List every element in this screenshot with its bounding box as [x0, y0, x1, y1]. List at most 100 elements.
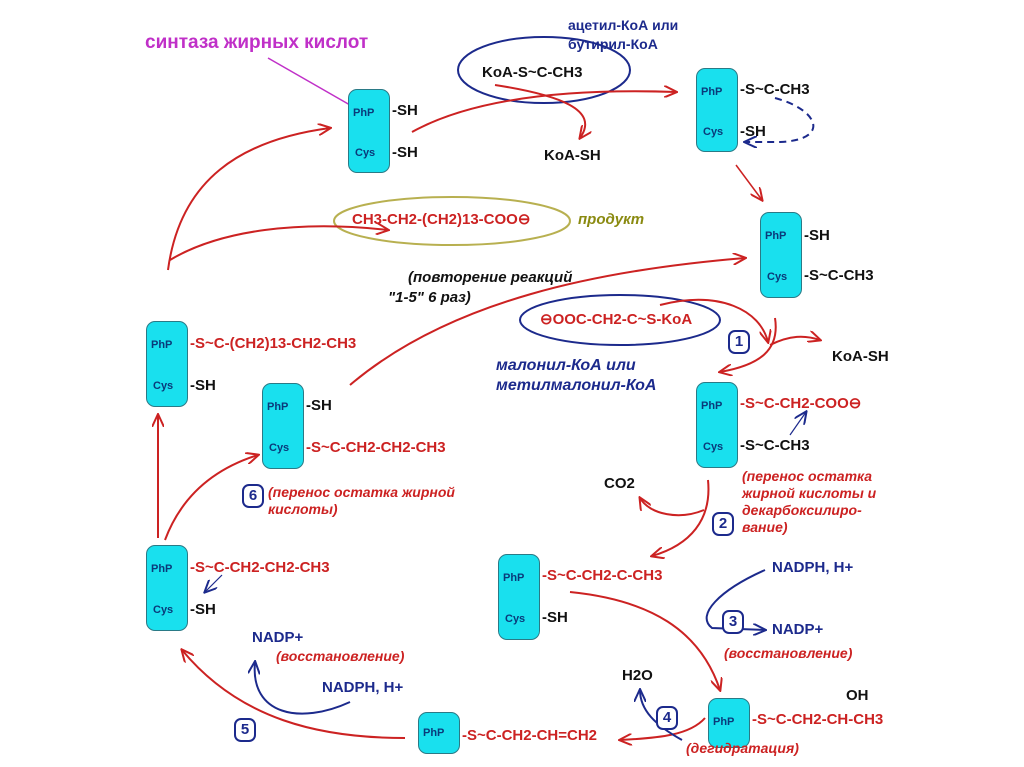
formula-acetyl-php: -S~C-CH3 [740, 81, 810, 98]
cys-domain-label: Cys [703, 441, 724, 453]
label-nadp-step3: NADP+ [772, 621, 824, 638]
enzyme-complex-hydroxy: PhP [708, 698, 750, 748]
title-pointer-line [267, 57, 351, 106]
arrow-acetyl-shift [745, 97, 815, 142]
formula-acetyl-coa: KoA-S~C-CH3 [482, 64, 583, 81]
arrow-to-product [169, 226, 388, 261]
label-malonyl-line2: метилмалонил-КоА [496, 377, 657, 394]
formula-acetyl-php-cys: -SH [740, 123, 766, 140]
step-number-1: 1 [728, 330, 750, 354]
label-product: продукт [578, 211, 645, 228]
title-fatty-acid-synthase: синтаза жирных кислот [145, 32, 369, 53]
step-5-note: (восстановление) [276, 648, 405, 664]
label-nadp-step5: NADP+ [252, 629, 304, 646]
enzyme-complex-acetoacetyl: PhP Cys [498, 554, 540, 640]
product-ellipse [333, 196, 571, 246]
step-4-note: (дегидратация) [686, 740, 799, 756]
label-malonyl-line1: малонил-КоА или [496, 357, 636, 374]
php-domain-label: PhP [267, 401, 289, 413]
formula-palmitoyl-cys: -SH [190, 377, 216, 394]
formula-butyrylcys-php: -SH [306, 397, 332, 414]
label-acetyl-coa: ацетил-КоА или [568, 17, 679, 33]
formula-hydroxy-oh: OH [846, 687, 869, 704]
step-number-5: 5 [234, 718, 256, 742]
step-number-2: 2 [712, 512, 734, 536]
formula-enoyl-php: -S~C-CH2-CH=CH2 [462, 727, 598, 744]
label-koa-sh-right: KoA-SH [832, 348, 889, 365]
enzyme-complex-butyryl-php: PhP Cys [146, 545, 188, 631]
label-butyryl-coa: бутирил-КоА [568, 36, 658, 52]
step-number-4: 4 [656, 706, 678, 730]
arrow-acetyl-release [494, 84, 585, 138]
enzyme-complex-acetyl-php: PhP Cys [696, 68, 738, 152]
step-2-note: (перенос остатка жирной кислоты и декарб… [742, 468, 876, 536]
php-domain-label: PhP [151, 563, 173, 575]
arrow-step1-koa [769, 337, 820, 346]
label-repeat-line1: (повторение реакций [408, 269, 573, 286]
cys-domain-label: Cys [153, 380, 174, 392]
formula-free-cys: -SH [392, 144, 418, 161]
formula-free-php: -SH [392, 102, 418, 119]
formula-acetoacetyl-cys: -SH [542, 609, 568, 626]
arrow-nadph-step5 [255, 662, 351, 715]
php-domain-label: PhP [353, 107, 375, 119]
step-2-note-line: декарбоксилиро- [742, 502, 862, 518]
arrow-transfer-down [735, 164, 762, 200]
php-domain-label: PhP [713, 716, 735, 728]
arrow-repeat [349, 258, 745, 386]
arrow-step3 [569, 591, 720, 690]
step-6-note: (перенос остатка жирной кислоты) [268, 484, 455, 518]
step-6-note-line: кислоты) [268, 501, 338, 517]
arrow-nadph-step3 [705, 569, 765, 630]
formula-product: CH3-CH2-(CH2)13-COO⊖ [352, 211, 531, 228]
arrow-step1-out [720, 317, 777, 372]
formula-acetylcys-php: -SH [804, 227, 830, 244]
php-domain-label: PhP [151, 339, 173, 351]
formula-malonyl-coa: ⊖OOC-CH2-C~S-KoA [540, 311, 693, 328]
formula-butyryl-php-cys: -SH [190, 601, 216, 618]
cys-domain-label: Cys [153, 604, 174, 616]
cys-domain-label: Cys [767, 271, 788, 283]
step-2-note-line: жирной кислоты и [742, 485, 877, 501]
enzyme-complex-free: PhP Cys [348, 89, 390, 173]
arrow-step2-down [652, 479, 710, 556]
label-repeat-line2: "1-5" 6 раз) [388, 289, 471, 306]
arrow-step1-in [659, 298, 768, 342]
arrow-h2o-step4 [640, 690, 683, 741]
step-2-note-line: (перенос остатка [742, 468, 873, 484]
step-6-note-line: (перенос остатка жирной [268, 484, 455, 500]
arrow-step6 [164, 455, 258, 541]
malonyl-coa-ellipse [519, 294, 721, 346]
label-koa-sh-top: KoA-SH [544, 147, 601, 164]
formula-butyryl-php: -S~C-CH2-CH2-CH3 [190, 559, 330, 576]
php-domain-label: PhP [701, 86, 723, 98]
arrow-step5 [182, 650, 406, 739]
enzyme-complex-acetyl-cys: PhP Cys [760, 212, 802, 298]
arrow-loop-return [167, 128, 330, 271]
label-nadph-step5: NADPH, H+ [322, 679, 404, 696]
arrow-inner-malonyl [789, 412, 806, 436]
php-domain-label: PhP [765, 230, 787, 242]
step-2-note-line: вание) [742, 519, 788, 535]
cys-domain-label: Cys [269, 442, 290, 454]
php-domain-label: PhP [503, 572, 525, 584]
enzyme-complex-enoyl: PhP [418, 712, 460, 754]
formula-acetoacetyl-php: -S~C-CH2-C-CH3 [542, 567, 663, 584]
step-3-note: (восстановление) [724, 645, 853, 661]
arrow-co2 [640, 498, 705, 517]
formula-acetylcys-cys: -S~C-CH3 [804, 267, 874, 284]
php-domain-label: PhP [423, 727, 445, 739]
step-number-6: 6 [242, 484, 264, 508]
php-domain-label: PhP [701, 400, 723, 412]
formula-hydroxy-php: -S~C-CH2-CH-CH3 [752, 711, 884, 728]
step-number-3: 3 [722, 610, 744, 634]
formula-malonyl-cys: -S~C-CH3 [740, 437, 810, 454]
label-h2o: H2O [622, 667, 653, 684]
arrow-free-to-acetyl [411, 91, 676, 133]
cys-domain-label: Cys [355, 147, 376, 159]
label-nadph-step3: NADPH, H+ [772, 559, 854, 576]
acetyl-coa-ellipse [457, 36, 631, 104]
enzyme-complex-malonyl: PhP Cys [696, 382, 738, 468]
formula-malonyl-php: -S~C-CH2-COO⊖ [740, 395, 862, 412]
